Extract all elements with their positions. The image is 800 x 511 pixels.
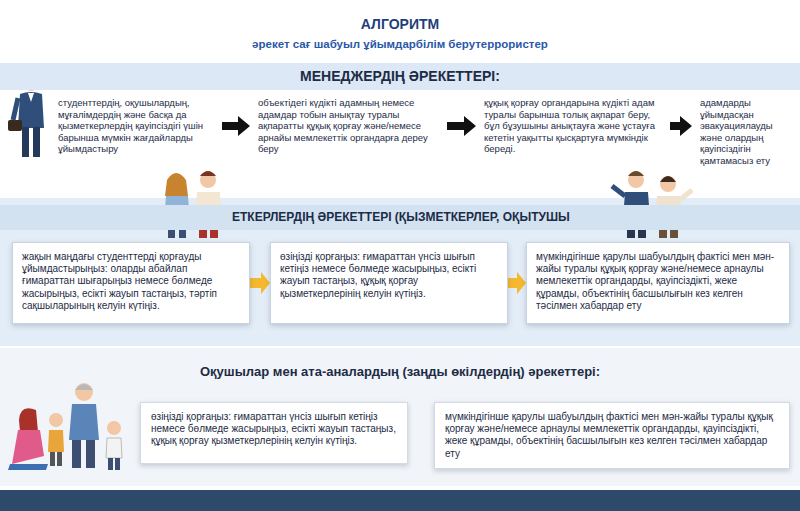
title: АЛГОРИТМ: [0, 16, 800, 32]
section-band: ЕТКЕРЛЕРДІҢ ӘРЕКЕТТЕРІ (ҚЫЗМЕТКЕРЛЕР, ОҚ…: [0, 205, 800, 230]
node-text: жақын маңдағы студенттерді қорғауды ұйым…: [22, 251, 240, 312]
section-heading: Оқушылар мен ата-аналардың (заңды өкілде…: [150, 362, 650, 382]
arrow-shape: [508, 272, 526, 294]
family-figure: [8, 383, 122, 470]
section-band: МЕНЕДЖЕРДІҢ ӘРЕКЕТТЕРІ:: [0, 63, 800, 90]
node-text: құқық қорғау органдарына күдікті адам ту…: [484, 97, 662, 155]
arrow-shape: [447, 116, 476, 136]
node-text: өзіңізді қорғаңыз: ғимараттан үнсіз шығы…: [151, 411, 397, 448]
arrow-shape: [670, 116, 692, 136]
action-box: мүмкіндігінше қарулы шабуылдың фактісі м…: [526, 242, 790, 324]
section-ground: [0, 198, 800, 346]
action-box: мүмкіндігінше қарулы шабуылдың фактісі м…: [434, 402, 790, 469]
node-text: адамдарды ұйымдасқан эвакуациялауды және…: [700, 97, 794, 166]
node-text: МЕНЕДЖЕРДІҢ ӘРЕКЕТТЕРІ:: [0, 68, 800, 85]
node-text: ЕТКЕРЛЕРДІҢ ӘРЕКЕТТЕРІ (ҚЫЗМЕТКЕРЛЕР, ОҚ…: [232, 210, 800, 225]
section-ground: [0, 348, 800, 486]
subtitle: әрекет сағ шабуыл ұйымдарбілім берутерро…: [0, 38, 800, 50]
node-text: Оқушылар мен ата-аналардың (заңды өкілде…: [152, 364, 648, 380]
yellow-arrow: [508, 272, 526, 294]
bottom-bar: [0, 490, 800, 511]
black-arrow: [447, 116, 476, 136]
node-text: мүмкіндігінше қарулы шабуылдың фактісі м…: [536, 251, 780, 312]
action-box: өзіңізді қорғаңыз: ғимараттан үнсіз шығы…: [270, 242, 508, 324]
node-text: мүмкіндігінше қарулы шабуылдың фактісі м…: [445, 411, 779, 460]
action-box: жақын маңдағы студенттерді қорғауды ұйым…: [12, 242, 250, 324]
node-text: объектідегі күдікті адамның немесе адамд…: [258, 97, 439, 155]
yellow-arrow: [250, 272, 270, 294]
step-text: объектідегі күдікті адамның немесе адамд…: [256, 95, 441, 157]
step-text: адамдарды ұйымдасқан эвакуациялауды және…: [698, 95, 796, 168]
step-text: құқық қорғау органдарына күдікті адам ту…: [482, 95, 664, 157]
arrow-shape: [222, 116, 250, 136]
step-text: студенттердің, оқушылардың, мұғалімдерді…: [56, 95, 216, 157]
node-text: өзіңізді қорғаңыз: ғимараттан үнсіз шығы…: [280, 251, 498, 300]
action-box: өзіңізді қорғаңыз: ғимараттан үнсіз шығы…: [140, 402, 408, 464]
node-text: студенттердің, оқушылардың, мұғалімдерді…: [58, 97, 214, 155]
black-arrow: [670, 116, 692, 136]
black-arrow: [222, 116, 250, 136]
arrow-shape: [250, 272, 270, 294]
